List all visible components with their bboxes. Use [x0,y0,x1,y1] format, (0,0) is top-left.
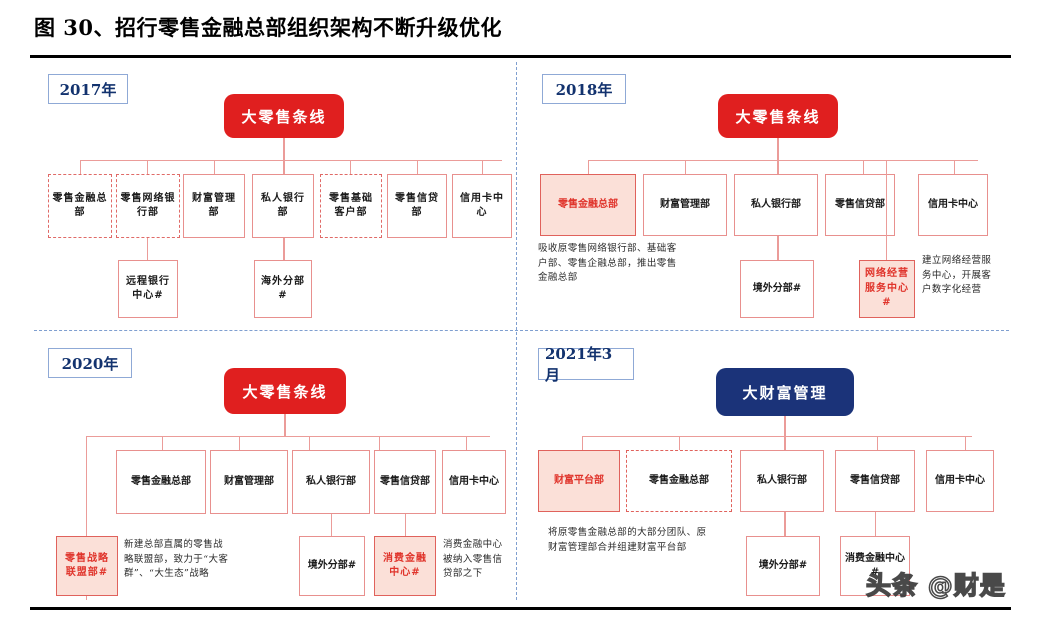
connector-drop-5 [954,160,956,174]
connector-sub-2 [886,160,888,260]
node-2017-sub-1[interactable]: 远程银行中心# [118,260,178,318]
node-2018-sub-1[interactable]: 境外分部# [740,260,814,318]
root-node-2020: 大零售条线 [224,368,346,414]
connector-sub-2 [405,514,407,536]
node-2021-2[interactable]: 零售金融总部 [626,450,732,512]
year-label-2021: 2021年3月 [538,345,634,384]
root-node-2017: 大零售条线 [224,94,344,138]
year-label-2020: 2020年 [48,348,132,378]
root-node-2018: 大零售条线 [718,94,838,138]
node-2021-4[interactable]: 零售信贷部 [835,450,915,512]
watermark: 头条 @财是 [865,570,1006,601]
node-2021-sub-2[interactable]: 消费金融中心# [840,536,910,596]
node-2018-sub-2[interactable]: 网络经营服务中心# [859,260,915,318]
note-2020-2: 消费金融中心被纳入零售信贷部之下 [443,539,503,580]
connector-drop-5 [466,436,468,450]
vertical-panel-divider [516,62,517,600]
connector-sub-2 [283,238,285,260]
connector-drop-2 [685,160,687,174]
node-2020-3[interactable]: 私人银行部 [292,450,370,514]
node-2017-sub-2[interactable]: 海外分部# [254,260,312,318]
connector-drop-1 [162,436,164,450]
connector-drop-3 [777,160,779,174]
connector-drop-3 [214,160,216,174]
connector-root-stem [283,138,285,160]
connector-drop-4 [283,160,285,174]
horizontal-panel-divider [34,330,1009,331]
note-2018-2: 建立网络经营服务中心，开展客户数字化经营 [922,255,992,296]
node-2017-1[interactable]: 零售金融总部 [48,174,112,238]
node-2020-5[interactable]: 信用卡中心 [442,450,506,514]
node-2020-sub-2[interactable]: 消费金融中心# [374,536,436,596]
node-2020-sub-1[interactable]: 境外分部# [299,536,365,596]
year-label-2017: 2017年 [48,74,128,104]
connector-drop-direct [86,436,88,600]
connector-root-stem [784,416,786,436]
connector-drop-5 [350,160,352,174]
connector-drop-1 [582,436,584,450]
connector-bus [86,436,490,438]
connector-bus [582,436,972,438]
connector-drop-7 [482,160,484,174]
note-2021-1: 将原零售金融总部的大部分团队、原财富管理部合并组建财富平台部 [548,527,707,553]
connector-root-stem [284,414,286,436]
connector-drop-5 [965,436,967,450]
panel-2021: 2021年3月 大财富管理 财富平台部 零售金融总部 私人银行部 零售信贷部 信… [522,338,1007,604]
connector-drop-6 [417,160,419,174]
connector-root-stem [777,138,779,160]
year-label-2018: 2018年 [542,74,626,104]
node-2020-4[interactable]: 零售信贷部 [374,450,436,514]
connector-sub-1 [777,236,779,260]
connector-drop-4 [877,436,879,450]
note-2018-1: 吸收原零售网络银行部、基础客户部、零售企融总部，推出零售金融总部 [538,243,677,284]
node-2021-5[interactable]: 信用卡中心 [926,450,994,512]
connector-drop-2 [147,160,149,174]
connector-drop-1 [588,160,590,174]
node-2021-1[interactable]: 财富平台部 [538,450,620,512]
root-node-2021: 大财富管理 [716,368,854,416]
node-2017-2[interactable]: 零售网络银行部 [116,174,180,238]
node-2017-5[interactable]: 零售基础客户部 [320,174,382,238]
node-2018-2[interactable]: 财富管理部 [643,174,727,236]
connector-drop-1 [80,160,82,174]
connector-drop-3 [784,436,786,450]
node-2021-3[interactable]: 私人银行部 [740,450,824,512]
connector-bus [588,160,978,162]
node-2017-6[interactable]: 零售信贷部 [387,174,447,238]
connector-drop-4 [863,160,865,174]
node-2018-3[interactable]: 私人银行部 [734,174,818,236]
connector-drop-2 [679,436,681,450]
connector-sub-2 [875,512,877,536]
panel-2017: 2017年 大零售条线 零售金融总部 零售网络银行部 财富管理部 私人银行部 零… [34,62,514,328]
node-2017-4[interactable]: 私人银行部 [252,174,314,238]
title-divider-rule [30,55,1011,58]
connector-drop-2 [239,436,241,450]
connector-sub-1 [147,238,149,260]
panel-2020: 2020年 大零售条线 零售金融总部 财富管理部 私人银行部 零售信贷部 信用卡… [34,338,514,604]
bottom-rule [30,607,1011,610]
connector-bus [80,160,502,162]
connector-sub-1 [331,514,333,536]
node-2017-7[interactable]: 信用卡中心 [452,174,512,238]
node-2018-1[interactable]: 零售金融总部 [540,174,636,236]
node-2020-2[interactable]: 财富管理部 [210,450,288,514]
connector-sub-1 [784,512,786,536]
panel-2018: 2018年 大零售条线 零售金融总部 财富管理部 私人银行部 零售信贷部 信用卡… [522,62,1007,328]
connector-drop-3 [309,436,311,450]
page-title: 图 30、招行零售金融总部组织架构不断升级优化 [34,15,503,40]
node-2020-sub-direct[interactable]: 零售战略联盟部# [56,536,118,596]
node-2021-sub-1[interactable]: 境外分部# [746,536,820,596]
node-2018-5[interactable]: 信用卡中心 [918,174,988,236]
node-2020-1[interactable]: 零售金融总部 [116,450,206,514]
note-2020-1: 新建总部直属的零售战略联盟部，致力于“大客群”、“大生态”战略 [124,539,229,580]
node-2017-3[interactable]: 财富管理部 [183,174,245,238]
node-2018-4[interactable]: 零售信贷部 [825,174,895,236]
connector-drop-4 [379,436,381,450]
